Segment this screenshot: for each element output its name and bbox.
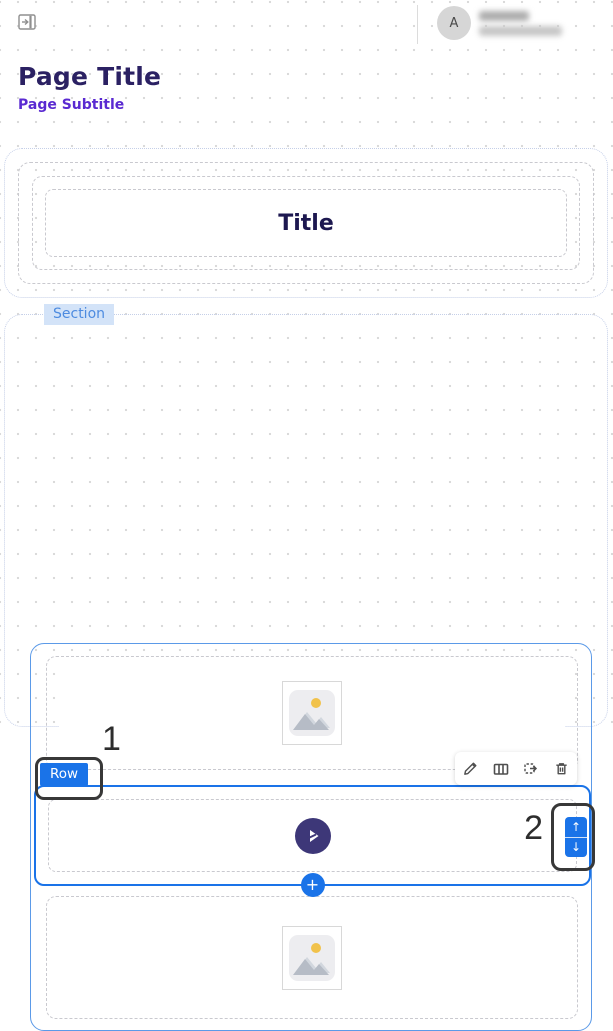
title-row-outline[interactable]: Title	[32, 176, 580, 270]
image-placeholder-icon	[289, 690, 335, 736]
delete-button[interactable]	[551, 758, 573, 780]
image-placeholder-icon	[289, 934, 335, 981]
pencil-icon	[463, 762, 477, 775]
add-component-button[interactable]: +	[300, 873, 325, 897]
edit-button[interactable]	[459, 758, 481, 780]
topbar-divider	[417, 5, 418, 44]
row-image-bottom[interactable]	[46, 896, 578, 1019]
replace-icon	[524, 762, 538, 774]
screen-slot-title[interactable]: Title	[4, 148, 608, 298]
user-email-redacted	[479, 26, 562, 36]
component-toolbar	[455, 752, 577, 785]
component-button[interactable]	[294, 817, 331, 854]
row-badge[interactable]: Row	[40, 763, 89, 786]
move-row-control: ↑ ↓	[565, 817, 587, 857]
title-component[interactable]: Title	[45, 189, 567, 257]
columns-icon	[493, 763, 509, 775]
image-placeholder[interactable]	[282, 925, 342, 990]
selected-row[interactable]: + ↑ ↓ 2	[34, 785, 595, 897]
columns-button[interactable]	[490, 758, 512, 780]
section-label[interactable]: Section	[44, 304, 115, 325]
selected-row-inner	[48, 799, 577, 872]
selected-section[interactable]: 1 Row	[30, 643, 595, 1031]
panel-collapse-icon	[18, 14, 36, 30]
title-section-outline[interactable]: Title	[18, 162, 594, 284]
page-title: Page Title	[18, 62, 162, 91]
image-placeholder[interactable]	[282, 681, 342, 745]
page-subtitle: Page Subtitle	[18, 97, 125, 113]
logo-arrow-icon	[306, 829, 318, 842]
trash-icon	[556, 763, 567, 775]
annotation-label-2: 2	[524, 809, 543, 847]
screen-slot-section[interactable]: 1 Row	[4, 314, 608, 1031]
user-name-redacted	[479, 11, 529, 21]
annotation-label-1: 1	[102, 720, 121, 758]
move-up-button[interactable]: ↑	[565, 817, 587, 837]
title-component-text: Title	[278, 210, 334, 236]
sidebar-collapse-button[interactable]	[16, 11, 38, 33]
replace-button[interactable]	[520, 758, 542, 780]
avatar[interactable]: A	[437, 6, 471, 40]
move-down-button[interactable]: ↓	[565, 837, 587, 857]
row-image-top-inner	[59, 669, 565, 757]
row-image-bottom-inner	[59, 909, 565, 1006]
